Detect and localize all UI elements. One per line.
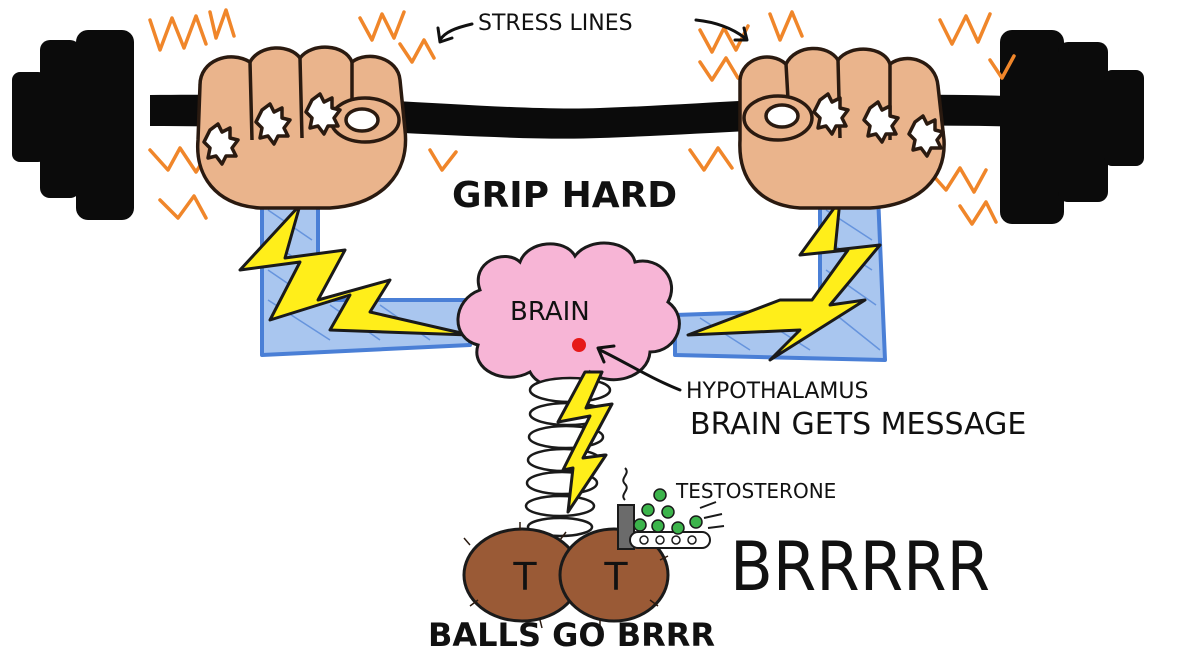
factory-smoke	[622, 467, 628, 501]
arrows	[436, 18, 749, 392]
knuckle-icon	[202, 122, 240, 166]
left-plate-outer	[12, 72, 46, 162]
stress-zigzag	[928, 166, 988, 194]
left-plate-middle	[40, 40, 80, 198]
motion-lines	[699, 501, 725, 529]
fist-icon	[196, 45, 946, 210]
arrow-head	[733, 26, 749, 42]
right-plate-outer	[1104, 70, 1144, 166]
knuckle-icon	[862, 100, 900, 144]
arrow-left-stress	[438, 22, 474, 42]
stress-zigzag	[698, 56, 740, 82]
knuckle-icon	[907, 114, 945, 158]
stress-zigzag	[358, 10, 406, 42]
testicle-right	[558, 527, 670, 623]
balls-go-brrr-label: BALLS GO BRRR	[428, 616, 715, 654]
left-thumbnail	[344, 107, 380, 133]
testosterone-label: TESTOSTERONE	[675, 479, 836, 503]
brain-label: BRAIN	[510, 297, 590, 327]
left-plate-inner	[76, 30, 134, 220]
knuckle-icon	[254, 102, 292, 146]
brain-icon	[456, 241, 681, 389]
right-plate-inner	[1000, 30, 1064, 224]
factory-icon	[617, 467, 725, 550]
stress-zigzag	[688, 146, 734, 172]
testicles: T T	[462, 522, 670, 629]
stress-lines-label: STRESS LINES	[478, 11, 633, 36]
stress-zigzag	[158, 194, 208, 220]
stress-zigzag	[208, 8, 236, 40]
brain-gets-message-label: BRAIN GETS MESSAGE	[690, 407, 1026, 442]
right-plate-middle	[1058, 42, 1108, 202]
lightning-icon	[556, 370, 614, 514]
stress-zigzag	[988, 54, 1016, 80]
stress-zigzag	[958, 200, 998, 226]
brrrrr-label: BRRRRR	[730, 528, 990, 607]
knuckle-icon	[304, 92, 342, 136]
right-thumbnail	[764, 103, 800, 129]
stress-zigzag	[398, 38, 436, 64]
testicle-right-letter: T	[603, 555, 628, 599]
arrow-head	[596, 344, 616, 364]
hypothalamus-dot	[572, 338, 586, 352]
stress-zigzag	[938, 12, 992, 46]
arrow-hypothalamus	[598, 348, 682, 392]
knuckle-icon	[812, 92, 850, 136]
brain-cloud	[456, 241, 681, 389]
testicle-left-letter: T	[512, 555, 537, 599]
lightning-icon	[686, 198, 882, 362]
hormone-molecules	[633, 488, 703, 535]
arrow-right-stress	[694, 18, 747, 40]
stress-zigzag	[148, 14, 208, 52]
stress-zigzag	[428, 148, 458, 172]
stress-zigzag	[768, 10, 804, 42]
right-fist-palm	[738, 46, 946, 210]
grip-hard-label: GRIP HARD	[452, 175, 677, 216]
vertebra	[524, 494, 596, 518]
arrow-head	[436, 26, 454, 44]
hypothalamus-label: HYPOTHALAMUS	[686, 379, 868, 404]
